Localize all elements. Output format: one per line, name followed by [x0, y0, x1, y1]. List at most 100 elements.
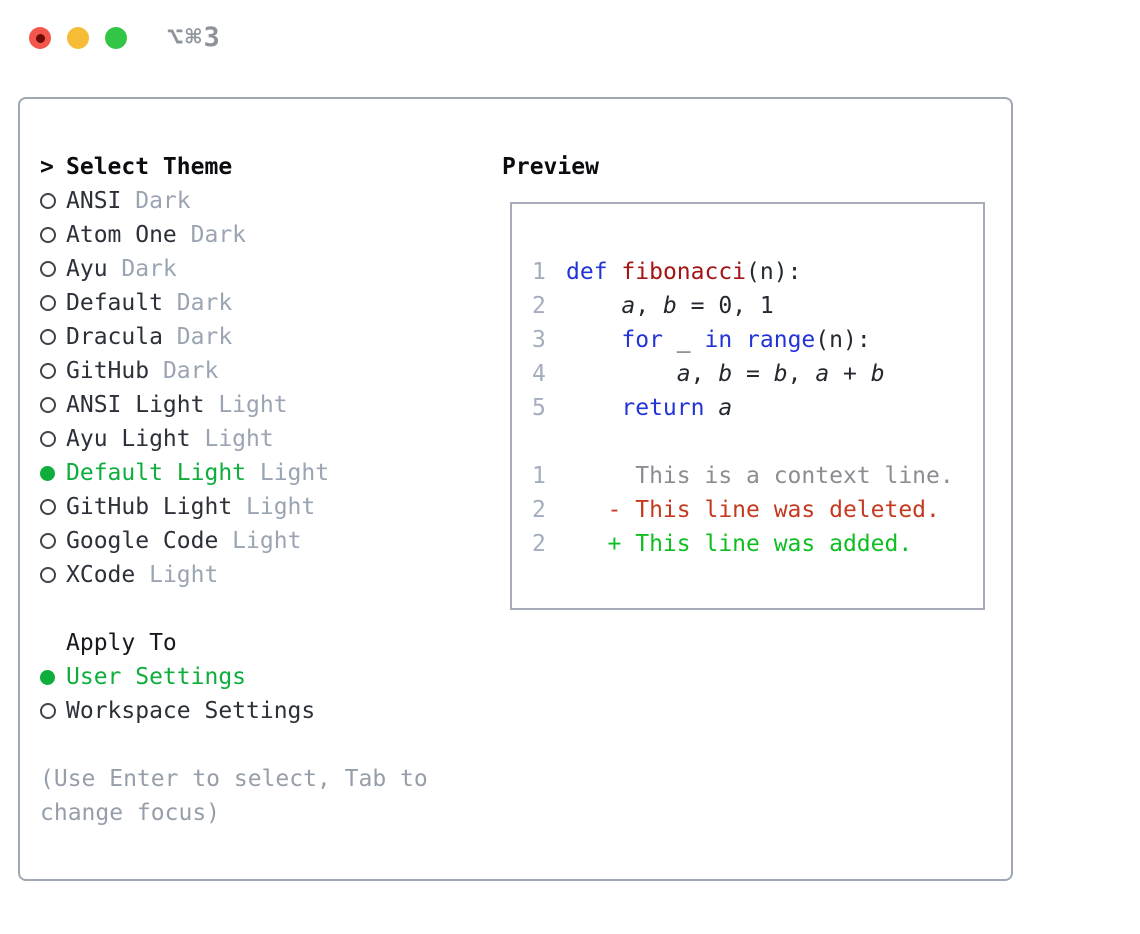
help-text: (Use Enter to select, Tab to change focu… — [40, 766, 428, 826]
radio-glyph — [40, 499, 56, 515]
code-segment-plain: (n): — [815, 327, 871, 353]
close-button[interactable] — [29, 27, 51, 49]
preview-line — [512, 425, 983, 459]
line-number: 1 — [532, 463, 546, 489]
theme-option-default-light[interactable]: Default Light Light — [40, 456, 490, 490]
preview-line: 4 a, b = b, a + b — [512, 357, 983, 391]
radio-ring-icon — [40, 363, 66, 379]
radio-ring-icon — [40, 499, 66, 515]
code-segment-plain: , — [635, 293, 663, 319]
theme-option-github-light[interactable]: GitHub Light Light — [40, 490, 490, 524]
radio-glyph — [40, 669, 55, 685]
zoom-button[interactable] — [105, 27, 127, 49]
theme-variant-label: Dark — [149, 358, 219, 384]
theme-name: Default — [66, 290, 163, 316]
preview-line: 1 This is a context line. — [512, 459, 983, 493]
radio-glyph — [40, 261, 56, 277]
code-segment-plain: , — [787, 361, 816, 387]
radio-ring-icon — [40, 329, 66, 345]
apply-to-title: Apply To — [66, 630, 177, 656]
theme-variant-label: Dark — [176, 222, 247, 248]
code-segment-plain: (n): — [746, 259, 802, 285]
window-shortcut-label: ⌥⌘3 — [167, 22, 222, 53]
theme-option-ansi-light[interactable]: ANSI Light Light — [40, 388, 490, 422]
preview-line: 2 + This line was added. — [512, 527, 983, 561]
radio-glyph — [40, 533, 56, 549]
radio-glyph — [40, 431, 56, 447]
code-segment-plain: , — [690, 361, 719, 387]
theme-name: Google Code — [66, 528, 219, 554]
theme-option-github[interactable]: GitHub Dark — [40, 354, 490, 388]
theme-option-default[interactable]: Default Dark — [40, 286, 490, 320]
line-number: 2 — [532, 293, 546, 319]
theme-option-ansi[interactable]: ANSI Dark — [40, 184, 490, 218]
theme-name: ANSI — [66, 188, 122, 214]
preview-line: 2 a, b = 0, 1 — [512, 289, 983, 323]
line-number: 1 — [532, 259, 546, 285]
radio-glyph — [40, 567, 56, 583]
preview-line: 3 for _ in range(n): — [512, 323, 983, 357]
code-segment-variable: a — [718, 395, 733, 421]
line-number: 2 — [532, 497, 546, 523]
theme-option-ayu[interactable]: Ayu Dark — [40, 252, 490, 286]
preview-title: Preview — [502, 154, 599, 180]
theme-name: XCode — [66, 562, 136, 588]
code-segment-context: This is a context line. — [566, 463, 954, 489]
theme-variant-label: Dark — [162, 324, 233, 350]
radio-ring-icon — [40, 567, 66, 583]
radio-ring-icon — [40, 431, 66, 447]
code-segment-variable: a — [621, 293, 636, 319]
theme-variant-label: Light — [135, 562, 219, 588]
theme-name: ANSI Light — [66, 392, 205, 418]
code-segment-plain — [732, 327, 746, 353]
code-segment-plain: + — [829, 361, 871, 387]
code-segment-plain: _ — [662, 327, 705, 353]
apply-option-user-settings[interactable]: User Settings — [40, 660, 490, 694]
radio-ring-icon — [40, 533, 66, 549]
code-segment-variable: b — [870, 361, 885, 387]
minimize-button[interactable] — [67, 27, 89, 49]
theme-option-ayu-light[interactable]: Ayu Light Light — [40, 422, 490, 456]
preview-line: 2 - This line was deleted. — [512, 493, 983, 527]
theme-option-xcode[interactable]: XCode Light — [40, 558, 490, 592]
theme-name: Atom One — [66, 222, 177, 248]
code-segment-keyword: for — [621, 327, 663, 353]
close-dot-icon — [35, 33, 45, 43]
code-segment-added: + This line was added. — [566, 531, 913, 557]
apply-option-label: Workspace Settings — [66, 698, 316, 724]
code-segment-keyword: in — [704, 327, 733, 353]
theme-option-dracula[interactable]: Dracula Dark — [40, 320, 490, 354]
preview-line — [512, 221, 983, 255]
code-segment-plain — [704, 395, 718, 421]
code-segment-deleted: - This line was deleted. — [566, 497, 940, 523]
theme-name: Ayu Light — [66, 426, 191, 452]
theme-variant-label: Light — [246, 460, 330, 486]
code-segment-plain — [566, 293, 621, 319]
code-segment-keyword: return — [621, 395, 705, 421]
line-number: 4 — [532, 361, 546, 387]
theme-variant-label: Light — [218, 528, 302, 554]
radio-glyph — [40, 295, 56, 311]
code-segment-function: fibonacci — [621, 259, 747, 285]
radio-glyph — [40, 465, 55, 481]
theme-option-atom-one[interactable]: Atom One Dark — [40, 218, 490, 252]
theme-name: GitHub — [66, 358, 150, 384]
theme-name: GitHub Light — [66, 494, 233, 520]
apply-option-workspace-settings[interactable]: Workspace Settings — [40, 694, 490, 728]
theme-option-google-code[interactable]: Google Code Light — [40, 524, 490, 558]
code-segment-keyword: range — [746, 327, 816, 353]
code-segment-variable: b — [662, 293, 677, 319]
theme-name: Ayu — [66, 256, 108, 282]
radio-glyph — [40, 397, 56, 413]
apply-option-label: User Settings — [66, 664, 247, 690]
code-segment-plain — [608, 259, 622, 285]
select-theme-header: > Select Theme — [40, 150, 490, 184]
theme-variant-label: Light — [204, 392, 288, 418]
radio-glyph — [40, 363, 56, 379]
